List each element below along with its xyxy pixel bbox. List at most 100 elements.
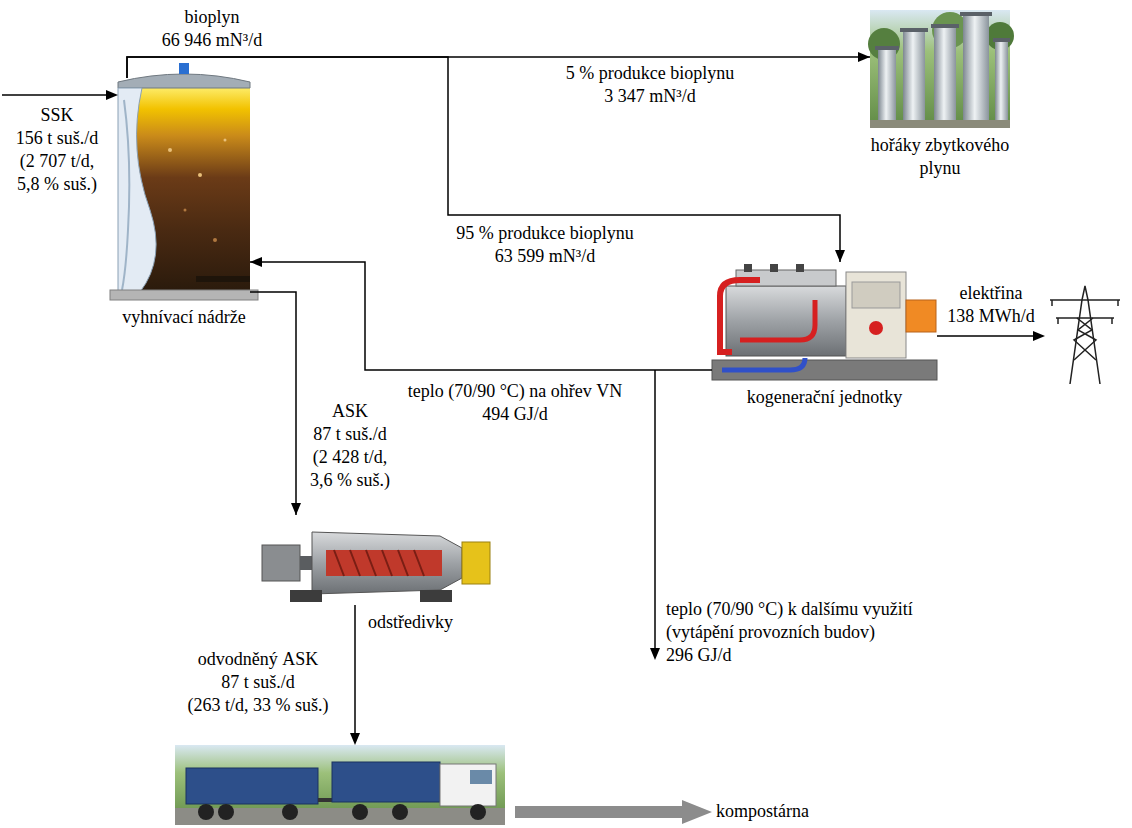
chp-engine-part <box>726 286 846 356</box>
digester-tank-part <box>196 276 250 282</box>
chp-engine-part <box>744 264 752 272</box>
chp-engine <box>712 264 937 380</box>
label-holder: 5 % produkce bioplynu 3 347 mN³/d <box>564 62 737 108</box>
label-holder: SSK 156 t suš./d (2 707 t/d, 5,8 % suš.) <box>14 104 101 196</box>
label-holder: 95 % produkce bioplynu 63 599 mN³/d <box>454 222 636 268</box>
truck-photo-part <box>282 804 298 820</box>
chp-engine-part <box>722 358 805 370</box>
flare-stacks-part <box>995 42 1008 126</box>
flare-stacks-part <box>900 28 928 32</box>
digester-tank-part <box>179 63 189 74</box>
chp-engine-part <box>796 264 804 272</box>
digester-tank-part <box>118 74 250 88</box>
power-pylon-part <box>1050 300 1120 318</box>
arrow-head <box>250 257 262 267</box>
decanter-centrifuge <box>262 532 490 602</box>
node-caption: hořáky zbytkového plynu <box>869 134 1012 180</box>
arrow-heads-part <box>1033 331 1045 341</box>
node-caption: kogenerační jednotky <box>747 386 902 409</box>
decanter-centrifuge-part <box>262 545 300 581</box>
flare-stacks-part <box>963 16 989 126</box>
arrow-heads-part <box>650 648 660 660</box>
truck-photo-part <box>332 762 440 802</box>
flow-note: SSK 156 t suš./d (2 707 t/d, 5,8 % suš.) <box>14 104 101 196</box>
truck-photo-part <box>352 804 368 820</box>
label-holder: teplo (70/90 °C) na ohřev VN 494 GJ/d <box>406 380 625 426</box>
flare-stacks-part <box>931 24 959 28</box>
power-pylon <box>1050 286 1120 384</box>
flow-arrows-part <box>654 370 656 649</box>
digester-tank-part <box>168 148 172 152</box>
truck-photo <box>175 745 505 825</box>
decanter-centrifuge-part <box>334 550 424 576</box>
equipment-node: kogenerační jednotky <box>712 262 937 380</box>
digester-tank <box>110 63 258 300</box>
digester-tank-part <box>118 88 156 292</box>
power-pylon-part <box>1074 318 1096 360</box>
flare-stacks-part <box>934 28 956 126</box>
truck-photo-part <box>218 804 234 820</box>
decanter-centrifuge-part <box>420 590 452 602</box>
decanter-centrifuge-part <box>326 550 442 576</box>
node-caption: odstředivky <box>368 611 453 634</box>
flow-note: kompostárna <box>716 800 809 823</box>
arrow-heads <box>106 90 1045 745</box>
truck-photo-part <box>440 764 496 806</box>
digester-tank-part <box>213 238 217 242</box>
flow-connector <box>250 257 712 370</box>
flare-stacks-part <box>878 50 896 126</box>
arrow-heads-part <box>350 733 360 745</box>
decanter-centrifuge-part <box>300 556 312 570</box>
digester-tank-part <box>118 84 250 292</box>
flow-label: 95 % produkce bioplynu 63 599 mN³/d <box>454 222 636 268</box>
label-holder: kompostárna <box>716 800 809 823</box>
arrow-head <box>291 503 301 515</box>
flare-stacks-part <box>870 120 1010 128</box>
digester-tank-part <box>224 139 227 142</box>
flow-arrows <box>2 95 1034 734</box>
flare-stacks-part <box>903 32 925 126</box>
equipment-node: hořáky zbytkového plynu <box>870 10 1010 128</box>
chp-engine-part <box>869 321 883 335</box>
caption-holder: vyhnívací nádrže <box>122 306 245 329</box>
digester-tank-part <box>122 100 129 290</box>
label-holder: odvodněný ASK 87 t suš./d (263 t/d, 33 %… <box>186 648 331 717</box>
digester-tank-part <box>110 290 258 300</box>
equipment-node: odstředivky <box>258 515 495 605</box>
arrow-head <box>835 250 845 262</box>
chp-engine-part <box>740 300 815 340</box>
node-caption: vyhnívací nádrže <box>122 306 245 329</box>
chp-engine-part <box>770 264 778 272</box>
flow-arrows-part <box>2 94 107 96</box>
flare-stacks-part <box>960 12 992 16</box>
truck-photo-part <box>392 804 408 820</box>
truck-photo-part <box>318 798 332 802</box>
label-holder: bioplyn 66 946 mN³/d <box>160 6 265 52</box>
connector-line <box>127 57 870 78</box>
chp-engine-part <box>906 300 936 332</box>
flow-arrows-part <box>937 335 1034 337</box>
flow-note: odvodněný ASK 87 t suš./d (263 t/d, 33 %… <box>186 648 331 717</box>
digester-tank-part <box>184 209 187 212</box>
flow-label: 5 % produkce bioplynu 3 347 mN³/d <box>564 62 737 108</box>
connector-line <box>250 292 296 515</box>
caption-holder: hořáky zbytkového plynu <box>869 134 1012 180</box>
equipment-node: vyhnívací nádrže <box>118 78 250 300</box>
truck-photo-part <box>198 804 214 820</box>
chp-engine-part <box>852 282 900 308</box>
flow-note: bioplyn 66 946 mN³/d <box>160 6 265 52</box>
truck-photo-part <box>470 804 486 820</box>
flow-arrows-part <box>354 605 356 734</box>
flow-note: elektřina 138 MWh/d <box>945 282 1037 328</box>
flow-connector <box>250 292 301 515</box>
label-holder: ASK 87 t suš./d (2 428 t/d, 3,6 % suš.) <box>308 400 392 492</box>
flare-stacks-part <box>870 10 1010 128</box>
truck-photo-part <box>175 745 505 825</box>
label-holder: teplo (70/90 °C) k dalšímu využití (vytá… <box>666 598 917 667</box>
flare-stacks-part <box>993 38 1010 42</box>
decanter-centrifuge-part <box>462 542 490 584</box>
flow-note: teplo (70/90 °C) k dalšímu využití (vytá… <box>666 598 917 667</box>
